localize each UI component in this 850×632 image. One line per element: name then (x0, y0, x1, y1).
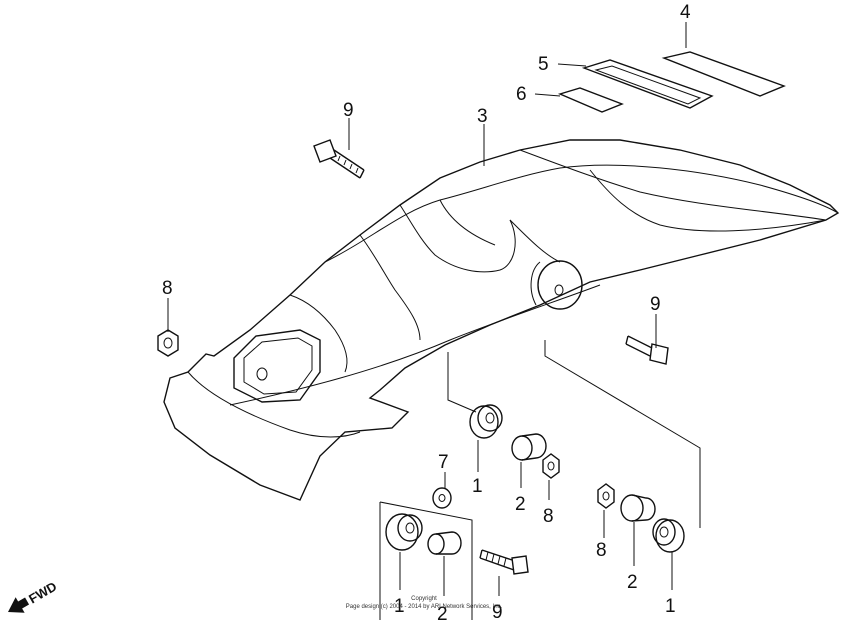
footer-copyright: Copyright Page design (c) 2004 - 2014 by… (346, 596, 503, 610)
callout-9: 9 (650, 294, 661, 315)
reflector-strips (557, 51, 786, 113)
arrow-left-icon (8, 597, 30, 613)
callout-6: 6 (516, 84, 527, 105)
fwd-label: FWD (26, 579, 59, 607)
callout-2: 2 (437, 604, 448, 625)
callout-numbers: 4 5 6 3 9 8 9 7 1 2 8 8 2 1 1 2 9 (162, 2, 691, 625)
footer-line-1: Copyright (411, 596, 437, 602)
rear-fender (163, 139, 840, 501)
collar-left (427, 531, 462, 555)
footer-line-2: Page design (c) 2004 - 2014 by ARI Netwo… (346, 604, 503, 610)
bolt-lower (479, 549, 529, 575)
washer-7 (432, 487, 452, 509)
collar-center (511, 433, 547, 461)
part-4-strip (661, 51, 786, 97)
callout-8: 8 (162, 278, 173, 299)
callout-1: 1 (472, 476, 483, 497)
part-6-strip (557, 87, 624, 113)
callout-1: 1 (665, 596, 676, 617)
grommet-right (652, 518, 685, 553)
callout-1: 1 (394, 596, 405, 617)
nut-left (157, 329, 179, 357)
callout-4: 4 (680, 2, 691, 23)
collar-right (620, 494, 656, 522)
leader-lines (167, 22, 687, 596)
callout-9: 9 (492, 602, 503, 623)
nut-right (597, 483, 615, 509)
part-5-emblem (581, 59, 714, 109)
bolt-upper-left (313, 139, 365, 179)
nut-center (542, 453, 560, 479)
callout-8: 8 (543, 506, 554, 527)
callout-5: 5 (538, 54, 549, 75)
bolt-right (625, 335, 669, 365)
grommet-center (469, 404, 503, 439)
grommet-left (385, 513, 423, 551)
forward-arrow: FWD (8, 579, 59, 613)
callout-2: 2 (627, 572, 638, 593)
callout-9: 9 (343, 100, 354, 121)
callout-3: 3 (477, 106, 488, 127)
callout-8: 8 (596, 540, 607, 561)
callout-7: 7 (438, 452, 449, 473)
callout-2: 2 (515, 494, 526, 515)
assembly-lines (379, 340, 701, 620)
